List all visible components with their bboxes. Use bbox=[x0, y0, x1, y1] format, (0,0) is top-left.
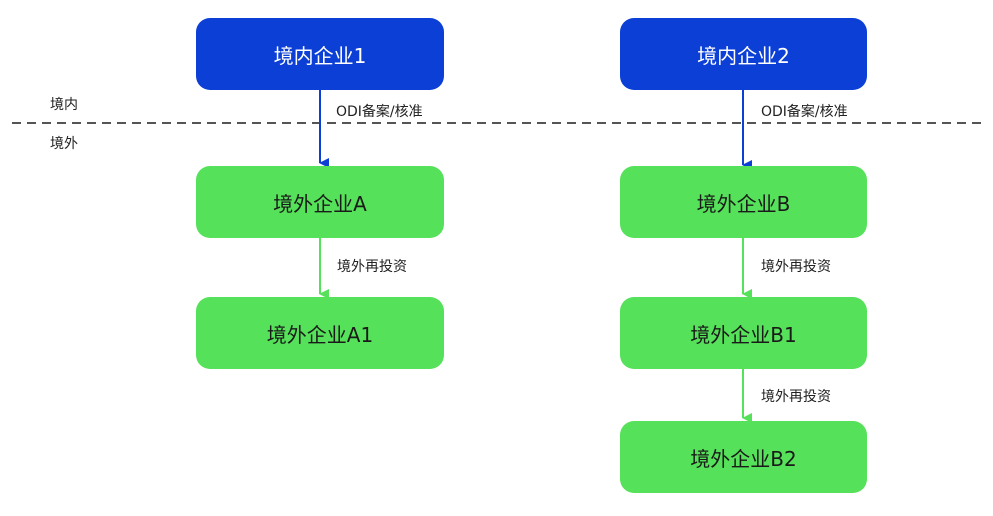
overseas-enterprise-a-node: 境外企业A bbox=[196, 166, 444, 238]
overseas-enterprise-b1-node: 境外企业B1 bbox=[620, 297, 867, 369]
reinvest-edge-label-a: 境外再投资 bbox=[337, 259, 407, 275]
odi-edge-label-2: ODI备案/核准 bbox=[761, 104, 848, 120]
overseas-enterprise-a1-label: 境外企业A1 bbox=[266, 322, 374, 347]
domestic-region-label: 境内 bbox=[50, 97, 78, 113]
domestic-enterprise-1-label: 境内企业1 bbox=[273, 43, 367, 68]
domestic-enterprise-2-label: 境内企业2 bbox=[697, 43, 790, 68]
overseas-enterprise-b1-label: 境外企业B1 bbox=[690, 322, 797, 347]
reinvest-edge-label-b1: 境外再投资 bbox=[761, 389, 831, 405]
overseas-region-label: 境外 bbox=[50, 136, 78, 152]
overseas-enterprise-b-label: 境外企业B bbox=[696, 191, 791, 216]
domestic-enterprise-2-node: 境内企业2 bbox=[620, 18, 867, 90]
overseas-enterprise-b2-node: 境外企业B2 bbox=[620, 421, 867, 493]
overseas-enterprise-a1-node: 境外企业A1 bbox=[196, 297, 444, 369]
reinvest-edge-label-b: 境外再投资 bbox=[761, 259, 831, 275]
overseas-enterprise-b-node: 境外企业B bbox=[620, 166, 867, 238]
overseas-enterprise-a-label: 境外企业A bbox=[273, 191, 367, 216]
odi-edge-label-1: ODI备案/核准 bbox=[336, 104, 423, 120]
domestic-enterprise-1-node: 境内企业1 bbox=[196, 18, 444, 90]
overseas-enterprise-b2-label: 境外企业B2 bbox=[690, 446, 797, 471]
